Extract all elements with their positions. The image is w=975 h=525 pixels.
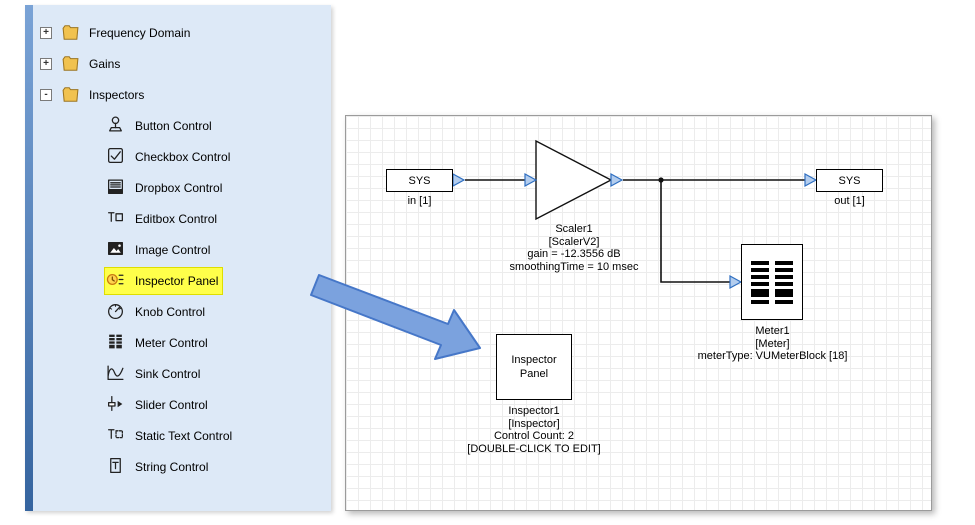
tree-item-label: Meter Control xyxy=(135,335,208,350)
tree-item-label: Static Text Control xyxy=(135,428,233,443)
sink-control-icon xyxy=(106,363,125,385)
expand-plus-icon[interactable]: + xyxy=(40,26,52,39)
tree-folder-label: Frequency Domain xyxy=(89,25,191,40)
tree-folder-label: Gains xyxy=(89,56,121,71)
tree-folder-gains[interactable]: + Gains xyxy=(33,48,331,79)
tree-item-inspector-panel[interactable]: Inspector Panel xyxy=(33,265,331,296)
scaler-class: [ScalerV2] xyxy=(548,235,600,248)
checkbox-control-icon xyxy=(106,146,125,168)
signal-wires xyxy=(465,179,805,283)
tree-item-label: String Control xyxy=(135,459,209,474)
sys-in-label: SYS xyxy=(408,174,431,187)
tree-item-label: Dropbox Control xyxy=(135,180,223,195)
tree-item-editbox-control[interactable]: Editbox Control xyxy=(33,203,331,234)
expand-minus-icon[interactable]: - xyxy=(40,88,52,101)
inspector-class: [Inspector] xyxy=(508,417,560,430)
sys-out-block[interactable]: SYS xyxy=(816,169,883,192)
sys-out-caption: out [1] xyxy=(834,195,865,207)
wire-junction xyxy=(658,177,664,183)
scaler-caption: Scaler1 [ScalerV2] gain = -12.3556 dB sm… xyxy=(486,223,662,273)
editbox-control-icon xyxy=(106,208,125,230)
module-tree: + Frequency Domain + Gains - Inspectors … xyxy=(33,17,331,511)
inspector-panel-block[interactable]: Inspector Panel xyxy=(496,334,572,400)
meter-block[interactable] xyxy=(741,244,803,320)
tree-folder-label: Inspectors xyxy=(89,87,145,102)
sys-in-output-pin-icon xyxy=(452,172,466,188)
tree-item-label: Checkbox Control xyxy=(135,149,231,164)
tree-item-button-control[interactable]: Button Control xyxy=(33,110,331,141)
tree-item-label: Editbox Control xyxy=(135,211,218,226)
meter-class: [Meter] xyxy=(755,337,790,350)
image-control-icon xyxy=(106,239,125,261)
tree-item-label: Sink Control xyxy=(135,366,201,381)
tree-item-static-text-control[interactable]: Static Text Control xyxy=(33,420,331,451)
meter-caption: Meter1 [Meter] meterType: VUMeterBlock [… xyxy=(682,325,863,363)
tree-folder-frequency-domain[interactable]: + Frequency Domain xyxy=(33,17,331,48)
expand-plus-icon[interactable]: + xyxy=(40,57,52,70)
tree-item-dropbox-control[interactable]: Dropbox Control xyxy=(33,172,331,203)
tree-item-meter-control[interactable]: Meter Control xyxy=(33,327,331,358)
knob-control-icon xyxy=(106,301,125,323)
scaler-name: Scaler1 xyxy=(555,223,593,235)
tree-item-slider-control[interactable]: Slider Control xyxy=(33,389,331,420)
meter-type: meterType: VUMeterBlock [18] xyxy=(697,350,848,362)
tree-item-sink-control[interactable]: Sink Control xyxy=(33,358,331,389)
inspector-panel-block-label: Inspector Panel xyxy=(511,354,557,380)
tree-item-image-control[interactable]: Image Control xyxy=(33,234,331,265)
tree-item-label: Slider Control xyxy=(135,397,208,412)
folder-icon xyxy=(61,54,80,73)
string-control-icon xyxy=(106,456,125,478)
sys-out-input-pin-icon xyxy=(804,172,818,188)
inspector-count: Control Count: 2 xyxy=(493,430,575,442)
sys-in-caption: in [1] xyxy=(407,195,432,207)
static-text-control-icon xyxy=(106,425,125,447)
wires-layer xyxy=(452,139,818,290)
inspector-edit-hint: [DOUBLE-CLICK TO EDIT] xyxy=(467,442,601,455)
tree-item-label: Image Control xyxy=(135,242,211,257)
inspector-caption: Inspector1 [Inspector] Control Count: 2 … xyxy=(449,405,619,455)
inspector-name: Inspector1 xyxy=(508,405,560,417)
module-palette: + Frequency Domain + Gains - Inspectors … xyxy=(25,5,331,511)
sys-in-block[interactable]: SYS xyxy=(386,169,453,192)
folder-icon xyxy=(61,23,80,42)
meter-control-icon xyxy=(106,332,125,354)
dropbox-control-icon xyxy=(106,177,125,199)
inspector-panel-icon xyxy=(106,270,125,292)
palette-accent-bar xyxy=(25,5,33,511)
inspector-panel-highlight: Inspector Panel xyxy=(103,266,224,295)
scaler-gain: gain = -12.3556 dB xyxy=(527,248,621,260)
scaler-output-pin-icon xyxy=(610,172,624,188)
tree-folder-inspectors[interactable]: - Inspectors xyxy=(33,79,331,110)
scaler-triangle[interactable] xyxy=(535,139,613,221)
meter-name: Meter1 xyxy=(755,325,790,337)
sys-out-label: SYS xyxy=(838,174,861,187)
design-canvas[interactable]: SYS in [1] Scaler1 [ScalerV2] gain = -12… xyxy=(345,115,932,511)
scaler-input-pin-icon xyxy=(524,172,538,188)
tree-item-label: Button Control xyxy=(135,118,212,133)
scaler-smoothing: smoothingTime = 10 msec xyxy=(509,260,639,273)
tree-item-label: Inspector Panel xyxy=(135,273,219,288)
tree-item-string-control[interactable]: String Control xyxy=(33,451,331,482)
button-control-icon xyxy=(106,115,125,137)
meter-input-pin-icon xyxy=(729,274,743,290)
tree-item-knob-control[interactable]: Knob Control xyxy=(33,296,331,327)
folder-icon xyxy=(61,85,80,104)
tree-item-label: Knob Control xyxy=(135,304,206,319)
meter-bars-icon xyxy=(751,260,793,304)
io-pins xyxy=(452,172,818,290)
tree-item-checkbox-control[interactable]: Checkbox Control xyxy=(33,141,331,172)
slider-control-icon xyxy=(106,394,125,416)
